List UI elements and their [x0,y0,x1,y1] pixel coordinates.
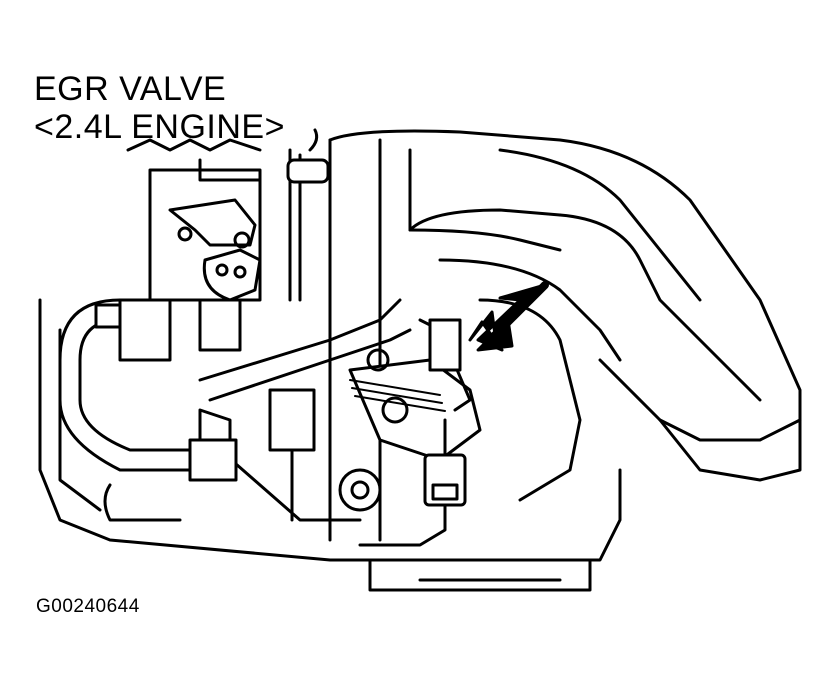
diagram-title: EGR VALVE <2.4L ENGINE> [34,70,285,146]
engine-block [38,298,622,592]
arrow-icon [468,281,549,352]
vacuum-lines [286,128,330,302]
egr-valve-body [126,138,262,352]
egr-mount-area [348,318,482,547]
center-hoses [103,298,412,522]
figure-id-label: G00240644 [36,596,140,617]
left-hose [58,298,202,472]
title-component-name: EGR VALVE [34,70,227,108]
title-engine-variant: <2.4L ENGINE> [34,108,285,146]
